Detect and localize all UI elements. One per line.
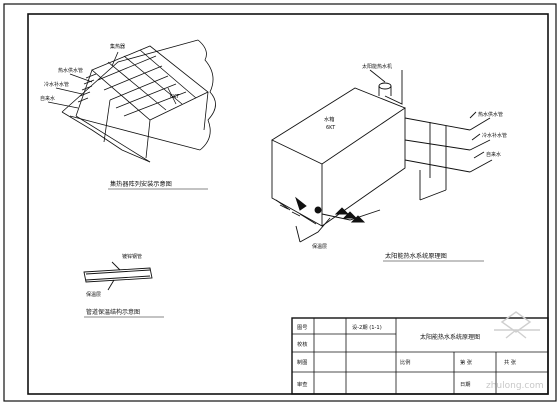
caption-left: 集热器阵列安装示意图 <box>110 180 172 188</box>
label-collector-e: 6KT <box>170 94 180 100</box>
collector-array <box>47 39 216 163</box>
label-tank-sub: 6KT <box>326 125 336 131</box>
tb-value-sheet: 共 张 <box>504 358 517 366</box>
tank-system <box>271 69 493 243</box>
label-collector: 集热器 <box>110 43 125 50</box>
watermark-text: zhulong.com <box>486 381 544 391</box>
label-top-note: 太阳能热水机 <box>362 63 392 70</box>
tb-label-date: 日期 <box>460 381 470 388</box>
label-detail-clamp: 保温层 <box>86 291 101 298</box>
label-detail-pipe: 镀锌钢管 <box>122 253 142 260</box>
tb-drawing-title: 太阳能热水系统原理图 <box>420 333 480 341</box>
drawing-frame <box>27 13 549 395</box>
tank-labels: 水箱 6KT 太阳能热水机 热水供水管 冷水补水管 自来水 保温层 <box>312 63 507 250</box>
label-riser3: 自来水 <box>486 151 501 158</box>
label-tank: 水箱 <box>324 115 334 123</box>
page-border <box>3 3 557 402</box>
label-riser2: 冷水补水管 <box>482 132 507 139</box>
tb-value-design: 设-2期 (1-1) <box>352 323 382 331</box>
tb-label-scale: 比例 <box>400 358 410 366</box>
label-valve: 保温层 <box>312 243 327 250</box>
label-collector-c: 冷水补水管 <box>44 81 69 88</box>
caption-bottom: 管道保温结构示意图 <box>86 308 140 316</box>
tb-label-draw: 制图 <box>297 358 307 366</box>
collector-labels: 集热器 热水供水管 冷水补水管 自来水 6KT <box>40 43 180 102</box>
tb-label-review: 审查 <box>297 380 307 388</box>
tb-label-check: 校核 <box>297 340 307 348</box>
watermark-logo <box>494 311 540 339</box>
label-riser1: 热水供水管 <box>478 111 503 118</box>
tb-label-design: 图号 <box>297 324 307 331</box>
label-collector-d: 自来水 <box>40 95 55 102</box>
label-collector-b: 热水供水管 <box>58 67 83 74</box>
title-block <box>291 317 549 395</box>
pipe-detail <box>83 261 153 291</box>
tb-label-sheet: 第 张 <box>460 358 473 366</box>
caption-right: 太阳能热水系统原理图 <box>385 252 447 260</box>
